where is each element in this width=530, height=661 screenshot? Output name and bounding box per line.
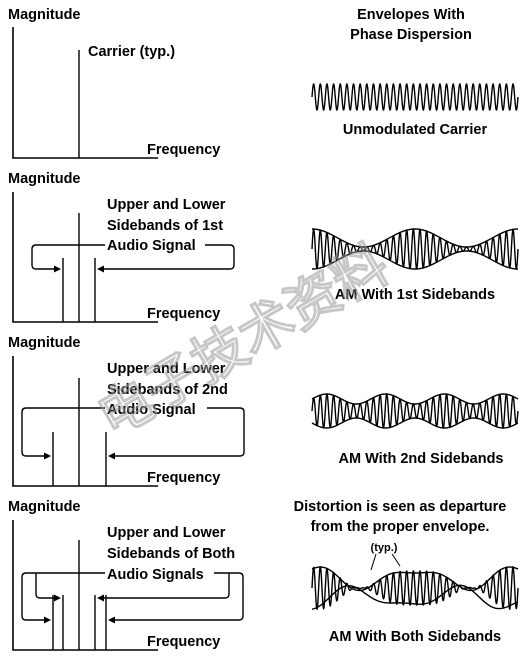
arrow-head-icon <box>44 616 51 624</box>
panel-2-annotation-1: Upper and Lower <box>107 197 226 213</box>
panel-4-annotation-3: Audio Signals <box>107 567 204 583</box>
panel-4-ylabel: Magnitude <box>8 499 81 515</box>
panel-2-xlabel: Frequency <box>147 306 220 322</box>
panel-3-annotation-1: Upper and Lower <box>107 361 226 377</box>
panel-1-axes <box>12 27 158 159</box>
panel-2-annotation-2: Sidebands of 1st <box>107 218 223 234</box>
panel-4-annotation-2: Sidebands of Both <box>107 546 235 562</box>
distortion-note-line-2: from the proper envelope. <box>311 519 490 535</box>
panel-2-axes <box>12 192 158 323</box>
arrow-head-icon <box>54 265 61 273</box>
waveform-2-caption: AM With 1st Sidebands <box>335 287 495 303</box>
typ-label: (typ.) <box>371 542 398 554</box>
panel-2-annotation-3: Audio Signal <box>107 238 196 254</box>
arrow-head-icon <box>44 452 51 460</box>
waveform-am-1st: AM With 1st Sidebands <box>311 228 519 303</box>
heading-line-1: Envelopes With <box>357 7 465 23</box>
watermark: 电子技术资料 <box>88 234 399 448</box>
panel-1-xlabel: Frequency <box>147 142 220 158</box>
arrow-head-icon <box>108 452 115 460</box>
spectrum-panel-3: Magnitude Upper and Lower Sidebands of 2… <box>8 335 245 487</box>
pointer-line-upper-outer <box>112 572 244 621</box>
distortion-note-line-1: Distortion is seen as departure <box>294 499 507 515</box>
waveform-3-caption: AM With 2nd Sidebands <box>338 451 503 467</box>
spectrum-panel-2: Magnitude Upper and Lower Sidebands of 1… <box>8 171 235 323</box>
arrow-head-icon <box>108 616 115 624</box>
panel-4-xlabel: Frequency <box>147 634 220 650</box>
panel-4-annotation-1: Upper and Lower <box>107 525 226 541</box>
typ-pointer-right <box>391 553 401 567</box>
pointer-line-lower <box>31 244 105 270</box>
panel-3-annotation-2: Sidebands of 2nd <box>107 382 228 398</box>
arrow-head-icon <box>54 594 61 602</box>
arrow-head-icon <box>97 265 104 273</box>
panel-3-xlabel: Frequency <box>147 470 220 486</box>
pointer-line-lower <box>21 407 105 457</box>
pointer-line-lower-outer <box>21 572 105 621</box>
panel-3-axes <box>12 356 158 487</box>
arrow-head-icon <box>97 594 104 602</box>
panel-3-annotation-3: Audio Signal <box>107 402 196 418</box>
panel-1-ylabel: Magnitude <box>8 7 81 23</box>
waveform-4-caption: AM With Both Sidebands <box>329 629 501 645</box>
pointer-line-upper-inner <box>101 573 230 599</box>
waveform-unmodulated: Unmodulated Carrier <box>311 83 519 138</box>
waveform-am-2nd: AM With 2nd Sidebands <box>311 393 519 467</box>
panel-3-ylabel: Magnitude <box>8 335 81 351</box>
spectrum-panel-1: Magnitude Carrier (typ.) Frequency <box>8 7 220 159</box>
heading-line-2: Phase Dispersion <box>350 27 472 43</box>
pointer-line-upper <box>112 407 245 457</box>
typ-pointer-left <box>370 553 377 571</box>
carrier-label: Carrier (typ.) <box>88 44 175 60</box>
pointer-line-lower-inner <box>35 573 57 599</box>
panel-4-axes <box>12 520 158 651</box>
pointer-line-upper <box>101 244 235 270</box>
waveform-1-caption: Unmodulated Carrier <box>343 122 488 138</box>
waveform-am-both: Distortion is seen as departure from the… <box>294 499 519 645</box>
spectrum-panel-4: Magnitude Upper and Lower Sidebands of B… <box>8 499 244 651</box>
panel-2-ylabel: Magnitude <box>8 171 81 187</box>
